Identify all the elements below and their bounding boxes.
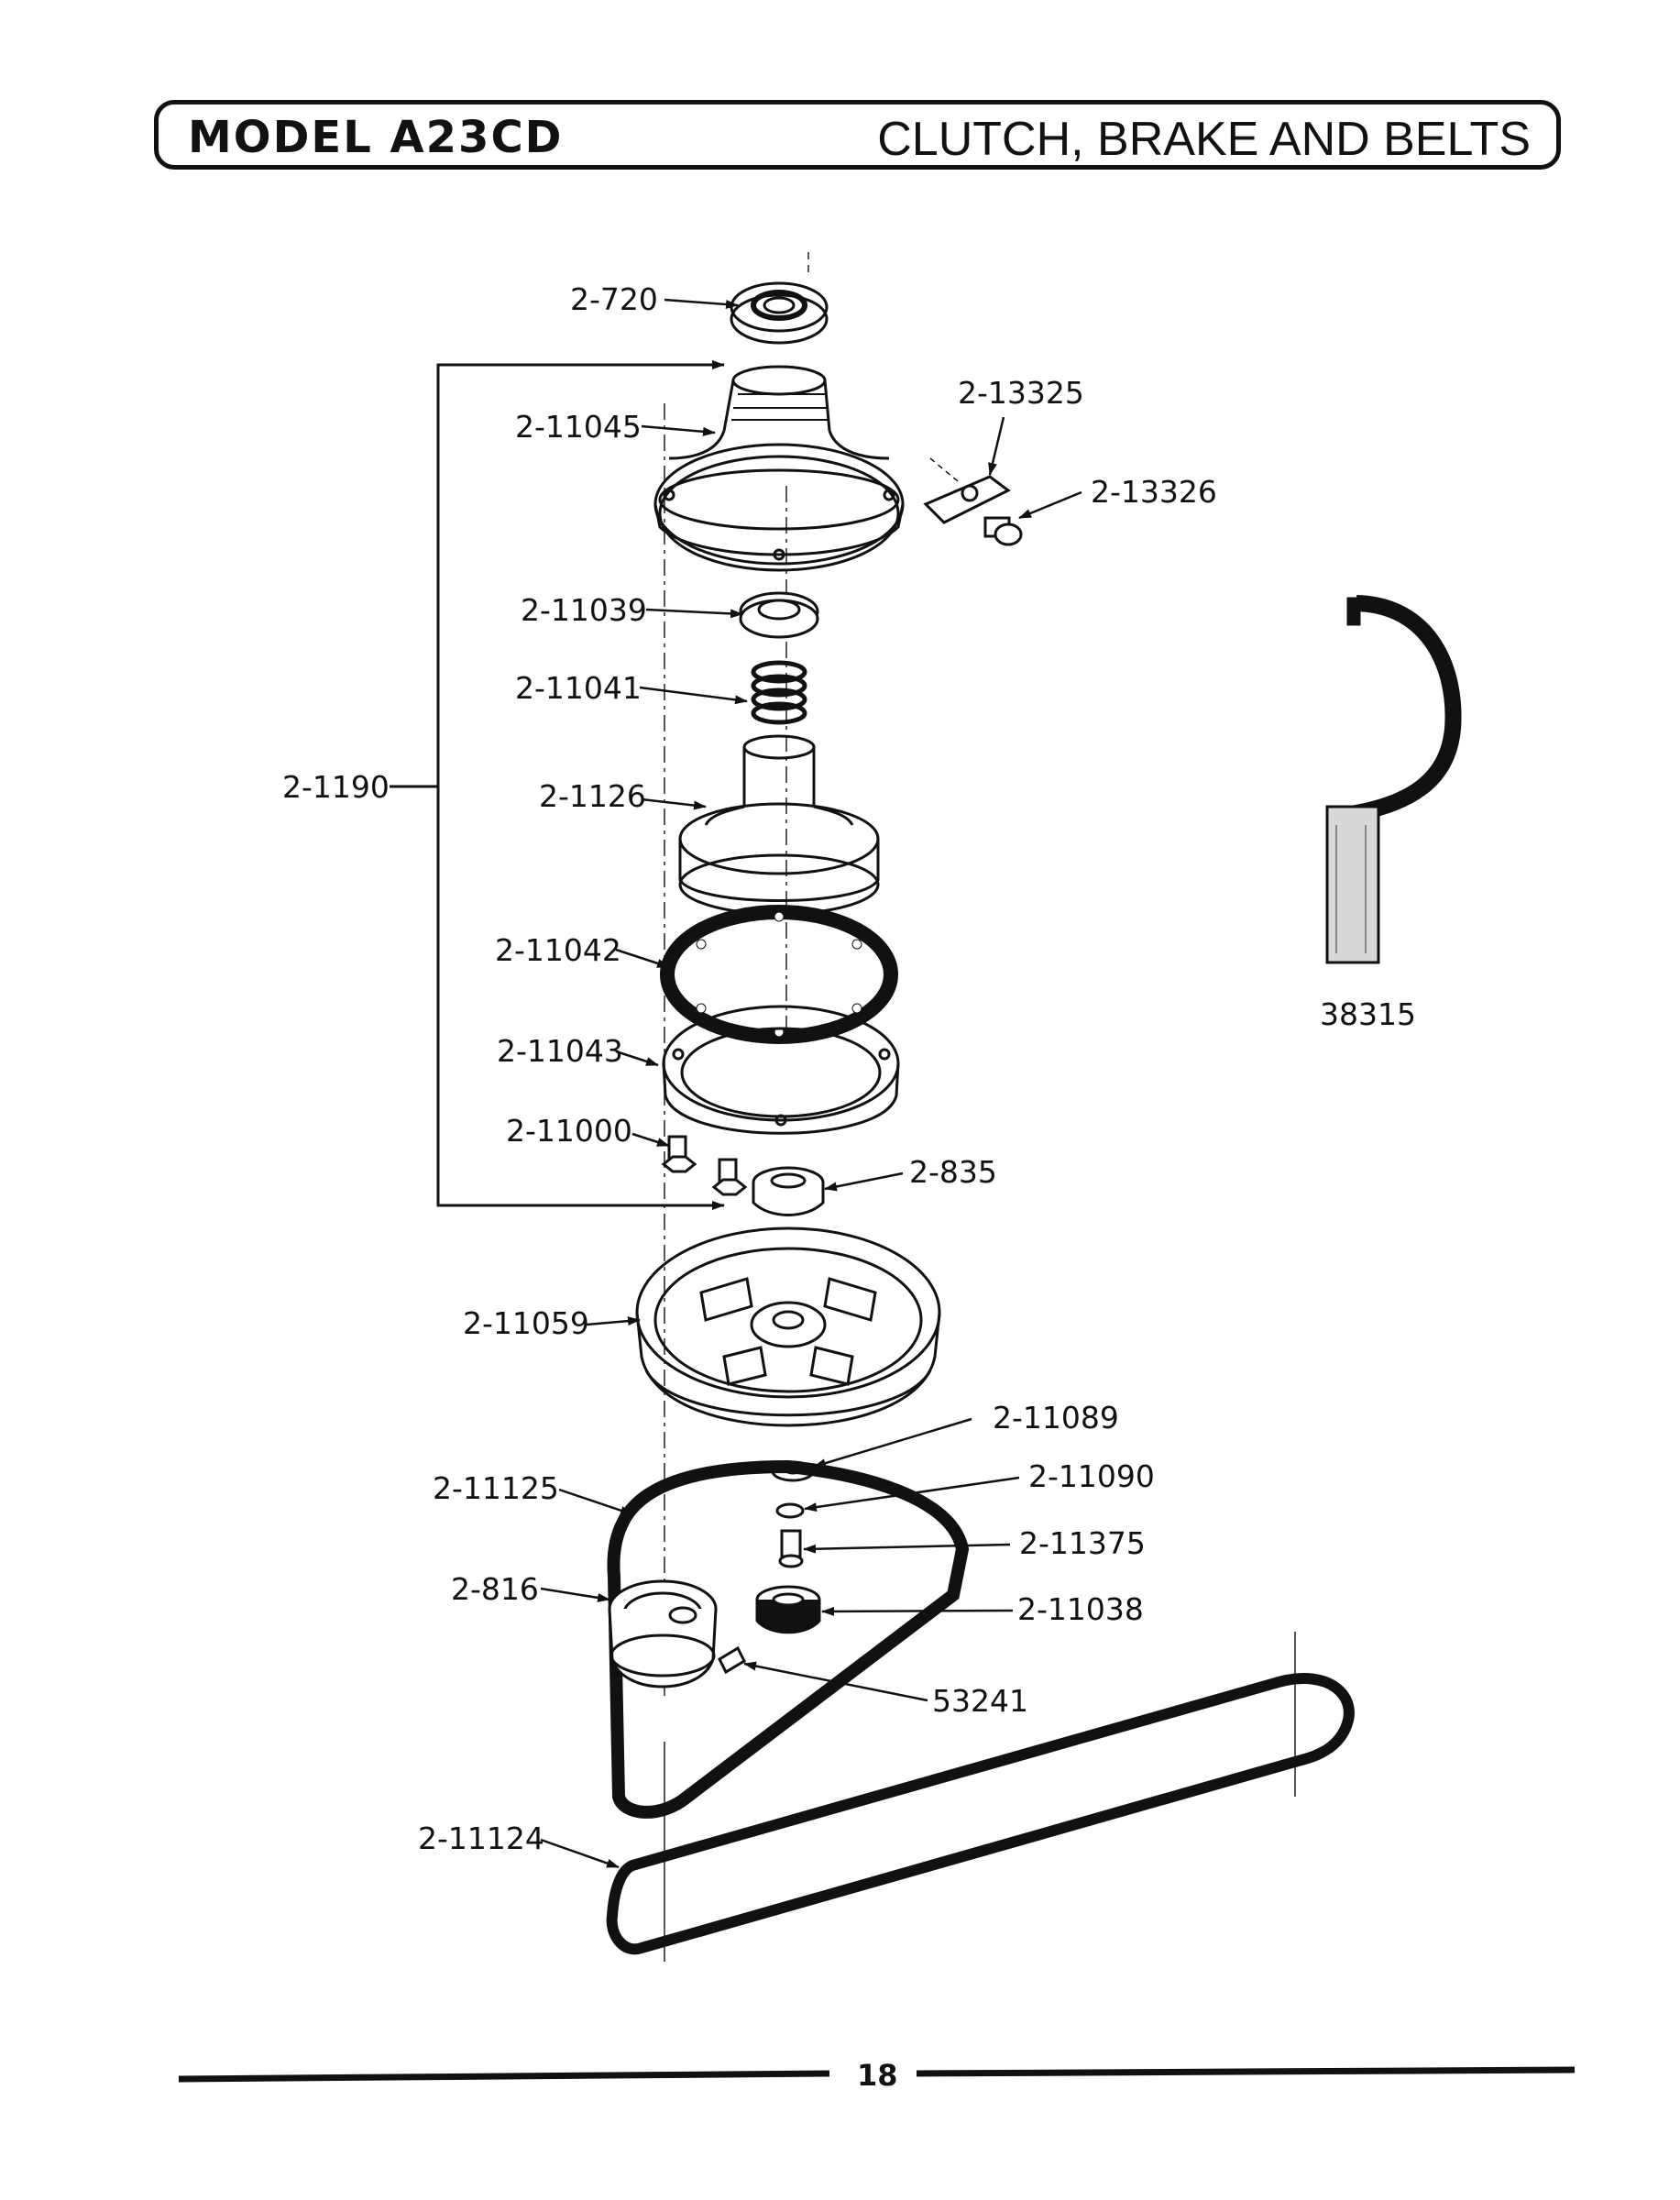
label-2-720: 2-720 (570, 281, 658, 317)
belt-2-11124 (606, 1673, 1355, 1955)
pulley-2-11059 (635, 1226, 941, 1427)
label-2-11125: 2-11125 (433, 1470, 559, 1506)
page-number: 18 (857, 2058, 898, 2093)
gasket-2-11042 (660, 905, 898, 1044)
bearing-2-835 (752, 1166, 825, 1216)
label-2-11039: 2-11039 (521, 592, 647, 628)
label-2-11059: 2-11059 (463, 1305, 589, 1341)
footer-rule-left (178, 2070, 830, 2083)
label-2-13326: 2-13326 (1091, 474, 1217, 510)
belt-2-11125 (607, 1459, 970, 1819)
section-title: CLUTCH, BRAKE AND BELTS (877, 113, 1531, 166)
nut-2-11000 (661, 1135, 748, 1196)
leader-lines (540, 298, 1082, 1869)
title-banner: MODEL A23CD CLUTCH, BRAKE AND BELTS (154, 100, 1561, 170)
model-title: MODEL A23CD (188, 112, 564, 163)
label-2-11090: 2-11090 (1028, 1458, 1155, 1494)
brake-bracket-2-13325 (923, 457, 1011, 524)
label-2-1190: 2-1190 (282, 769, 390, 805)
bearing-2-11038 (755, 1585, 821, 1634)
label-2-11042: 2-11042 (495, 932, 621, 968)
label-2-835: 2-835 (909, 1154, 997, 1190)
bearing-2-720 (730, 281, 829, 345)
label-2-11089: 2-11089 (993, 1400, 1119, 1436)
label-2-1126: 2-1126 (539, 778, 646, 814)
clutch-housing-2-11045 (653, 365, 905, 572)
label-38315: 38315 (1320, 996, 1416, 1032)
label-2-11375: 2-11375 (1019, 1525, 1146, 1561)
label-2-11124: 2-11124 (418, 1820, 544, 1856)
footer-rule-right (916, 2066, 1576, 2077)
clutch-drum-2-1126 (678, 734, 880, 916)
label-2-11000: 2-11000 (506, 1113, 632, 1149)
set-screw-53241 (718, 1645, 746, 1675)
label-2-11041: 2-11041 (515, 670, 642, 706)
label-2-11038: 2-11038 (1017, 1591, 1144, 1627)
seal-2-11039 (739, 591, 819, 639)
brake-band-38315 (1325, 595, 1462, 964)
label-2-13325: 2-13325 (958, 375, 1084, 411)
label-2-11045: 2-11045 (515, 409, 642, 445)
spring-2-11041 (751, 660, 807, 725)
label-53241: 53241 (932, 1683, 1028, 1719)
ring-2-11043 (662, 1005, 900, 1135)
screw-2-11375 (778, 1529, 804, 1568)
motor-pulley-2-816 (608, 1579, 718, 1688)
washer-2-11090 (775, 1502, 805, 1519)
label-2-11043: 2-11043 (497, 1033, 623, 1069)
label-2-816: 2-816 (451, 1571, 539, 1607)
screw-2-13326 (983, 516, 1023, 546)
